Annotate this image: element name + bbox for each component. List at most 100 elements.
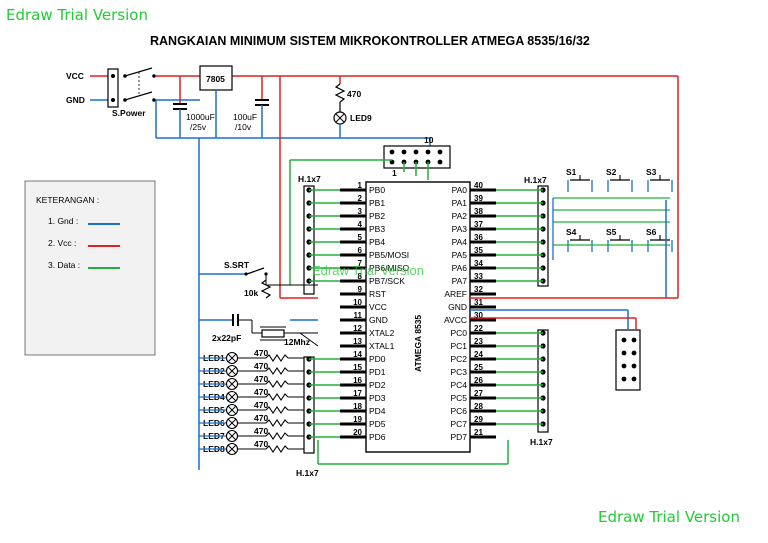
reset-switch xyxy=(246,267,265,275)
chip-pin-name: PB3 xyxy=(369,224,385,234)
chip-pin-number: 35 xyxy=(474,246,483,255)
chip-pin-number: 19 xyxy=(353,415,362,424)
aux-pin xyxy=(621,350,627,356)
watermark-top: Edraw Trial Version xyxy=(6,6,148,24)
legend-title: KETERANGAN : xyxy=(36,195,99,205)
chip-pin-number: 18 xyxy=(353,402,362,411)
isp-header: 10 1 xyxy=(289,135,451,285)
switch-label: S4 xyxy=(566,227,577,237)
led9-label: LED9 xyxy=(350,113,372,123)
power-connector xyxy=(107,68,119,108)
isp-pin xyxy=(437,159,443,165)
isp-pin xyxy=(401,149,407,155)
gnd-label: GND xyxy=(66,95,85,105)
chip-pin-number: 38 xyxy=(474,207,483,216)
reset-switch-label: S.SRT xyxy=(224,260,250,270)
chip-pin-number: 21 xyxy=(474,428,483,437)
header-pd-label: H.1x7 xyxy=(296,468,319,478)
chip-pin-number: 32 xyxy=(474,285,483,294)
chip-pin-number: 31 xyxy=(474,298,483,307)
isp-pin xyxy=(437,149,443,155)
switch-label: S6 xyxy=(646,227,657,237)
led-resistor xyxy=(265,432,289,440)
led-resistor xyxy=(265,406,289,414)
crystal-caps-label: 2x22pF xyxy=(212,333,241,343)
regulator-label: 7805 xyxy=(206,74,225,84)
cap2-voltage: /10v xyxy=(235,122,252,132)
chip-pin-number: 26 xyxy=(474,376,483,385)
chip-pin-number: 13 xyxy=(353,337,362,346)
chip-pin-name: PC1 xyxy=(450,341,467,351)
chip-pin-number: 39 xyxy=(474,194,483,203)
power-switch-label: S.Power xyxy=(112,108,146,118)
chip-pin-number: 23 xyxy=(474,337,483,346)
chip-pin-name: PA5 xyxy=(452,250,468,260)
chip-pin-number: 24 xyxy=(474,350,483,359)
chip-pin-number: 7 xyxy=(358,259,363,268)
resistor-470 xyxy=(334,83,346,103)
led-resistor-label: 470 xyxy=(254,361,268,371)
chip-pin-name: PD3 xyxy=(369,393,386,403)
chip-pin-name: PA3 xyxy=(452,224,468,234)
chip-pin-name: RST xyxy=(369,289,386,299)
chip-pin-number: 34 xyxy=(474,259,483,268)
aux-pin xyxy=(621,363,627,369)
chip-pin-number: 8 xyxy=(358,272,363,281)
led-resistor-label: 470 xyxy=(254,426,268,436)
switch-label: S5 xyxy=(606,227,617,237)
chip-pin-number: 15 xyxy=(353,363,362,372)
legend-vcc-label: 2. Vcc : xyxy=(48,238,76,248)
chip-pin-number: 20 xyxy=(353,428,362,437)
power-section: VCC GND S.Power 7805 1000uF /2 xyxy=(66,65,679,470)
chip-pin-number: 16 xyxy=(353,376,362,385)
chip-pin-number: 27 xyxy=(474,389,483,398)
chip-pin-name: PD4 xyxy=(369,406,386,416)
chip-body xyxy=(365,181,471,453)
chip-pin-name: XTAL2 xyxy=(369,328,395,338)
chip-pin-number: 17 xyxy=(353,389,362,398)
chip-pin-number: 40 xyxy=(474,181,483,190)
header-pc-label: H.1x7 xyxy=(530,437,553,447)
aux-pin xyxy=(631,350,637,356)
switch-label: S1 xyxy=(566,167,577,177)
chip-pin-number: 2 xyxy=(358,194,363,203)
chip-pin-number: 9 xyxy=(358,285,363,294)
header-pa-label: H.1x7 xyxy=(524,175,547,185)
led-resistor xyxy=(265,354,289,362)
chip-pin-number: 6 xyxy=(358,246,363,255)
led-resistor-label: 470 xyxy=(254,374,268,384)
chip-pin-name: PA1 xyxy=(452,198,468,208)
chip-pin-number: 30 xyxy=(474,311,483,320)
led-resistor-label: 470 xyxy=(254,400,268,410)
isp-pin xyxy=(425,149,431,155)
chip-pin-name: PB5/MOSI xyxy=(369,250,409,260)
aux-pin xyxy=(621,376,627,382)
isp-pin1-label: 1 xyxy=(392,168,397,178)
chip-pin-name: PB0 xyxy=(369,185,385,195)
chip-pin-number: 22 xyxy=(474,324,483,333)
isp-pin xyxy=(413,149,419,155)
led-resistor-label: 470 xyxy=(254,439,268,449)
chip-pin-number: 36 xyxy=(474,233,483,242)
cap1-value: 1000uF xyxy=(186,112,215,122)
chip-pin-name: PA4 xyxy=(452,237,468,247)
vcc-label: VCC xyxy=(66,71,84,81)
chip-pin-name: PD6 xyxy=(369,432,386,442)
chip-pin-name: XTAL1 xyxy=(369,341,395,351)
chip-pin-name: PC4 xyxy=(450,380,467,390)
aux-connector xyxy=(470,200,678,391)
chip-pin-number: 37 xyxy=(474,220,483,229)
chip-pin-name: PC3 xyxy=(450,367,467,377)
legend-gnd-label: 1. Gnd : xyxy=(48,216,78,226)
header-pd: H.1x7 xyxy=(296,356,509,478)
reset-circuit: S.SRT 10k xyxy=(199,260,318,299)
isp-pin xyxy=(389,149,395,155)
chip-pin-number: 4 xyxy=(358,220,363,229)
reset-resistor xyxy=(260,279,272,299)
chip-pin-number: 12 xyxy=(353,324,362,333)
legend: KETERANGAN : 1. Gnd : 2. Vcc : 3. Data : xyxy=(24,180,156,356)
chip-pin-name: PD0 xyxy=(369,354,386,364)
chip-pin-name: PA2 xyxy=(452,211,468,221)
chip-pin-name: PA7 xyxy=(452,276,468,286)
